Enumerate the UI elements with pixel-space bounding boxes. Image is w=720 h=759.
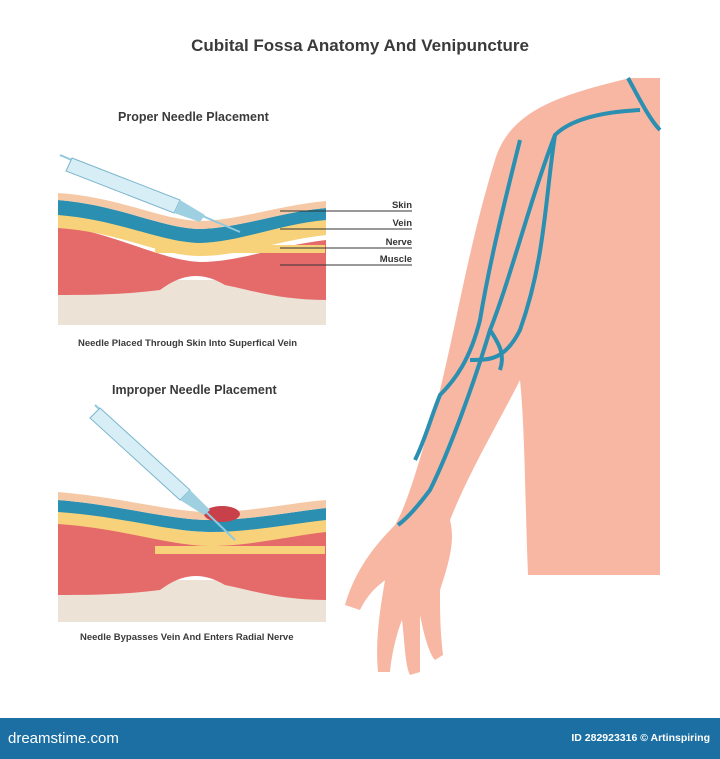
label-skin: Skin	[391, 200, 412, 211]
improper-caption: Needle Bypasses Vein And Enters Radial N…	[80, 632, 294, 643]
proper-heading: Proper Needle Placement	[118, 110, 269, 124]
footer-credit: ID 282923316 © Artinspiring	[571, 732, 710, 744]
page-title: Cubital Fossa Anatomy And Venipuncture	[191, 36, 529, 55]
proper-caption: Needle Placed Through Skin Into Superfic…	[78, 338, 298, 349]
improper-cross-section	[58, 404, 326, 622]
label-vein: Vein	[392, 218, 412, 229]
syringe-icon	[59, 154, 241, 233]
nerve-layer	[155, 245, 325, 253]
improper-heading: Improper Needle Placement	[112, 383, 277, 397]
syringe-icon	[89, 404, 236, 541]
arm-veins	[396, 77, 662, 527]
arm-illustration	[345, 77, 662, 675]
label-nerve: Nerve	[385, 237, 412, 248]
illustration	[58, 77, 662, 675]
footer-logo[interactable]: dreamstime.com	[8, 730, 119, 747]
footer-bar: dreamstime.com ID 282923316 © Artinspiri…	[0, 718, 720, 759]
proper-cross-section	[58, 154, 412, 325]
vein-layer	[58, 200, 326, 243]
skin-layer	[58, 210, 326, 256]
label-muscle: Muscle	[379, 254, 412, 265]
